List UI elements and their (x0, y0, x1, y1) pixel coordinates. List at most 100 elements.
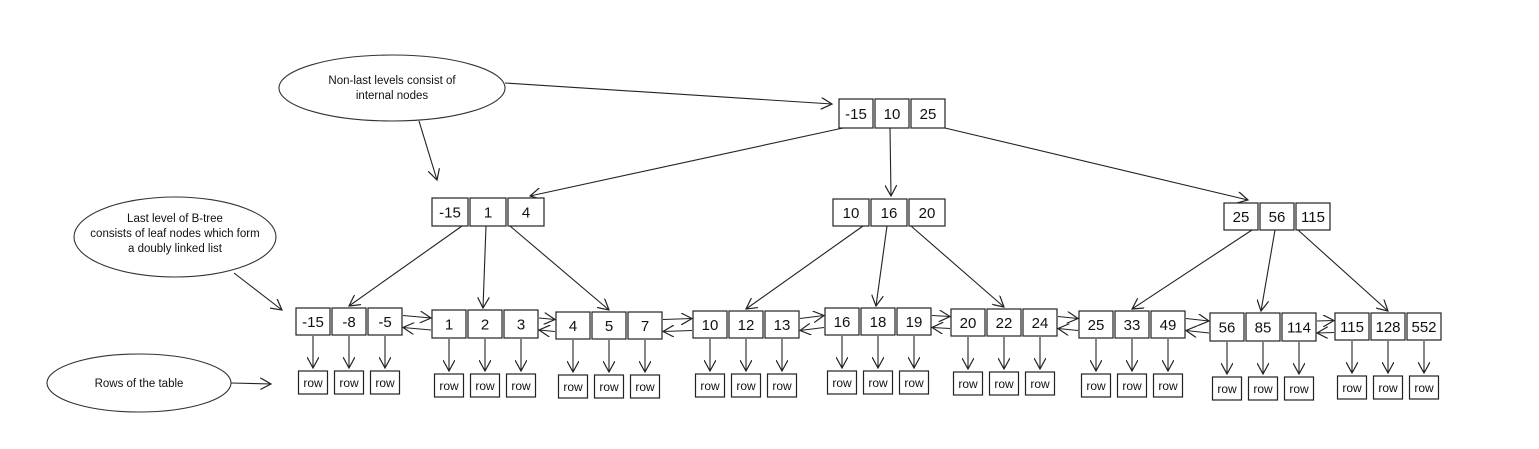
leaf-node-7-key: 33 (1124, 317, 1141, 334)
row-box (952, 371, 984, 396)
leaf-node-8-key-box (1281, 312, 1317, 342)
leaf-node-2-key-box (503, 309, 539, 339)
annotation-internal-line-2: internal nodes (356, 90, 428, 102)
row-label: row (1122, 379, 1142, 393)
tree-edges (230, 82, 1424, 384)
leaf-node-2-key: 3 (517, 317, 525, 334)
row-label: row (599, 380, 619, 394)
internal-node-2-key-box (908, 198, 946, 227)
leaf-node-5-key-box (824, 307, 860, 336)
leaf-node-3-key: 4 (569, 318, 577, 335)
edge-internal-2-to-leaf-4 (746, 225, 864, 309)
root-node-key-box (838, 98, 874, 129)
leaf-link-next-4 (799, 316, 824, 319)
leaf-node-9: 115 128 552 (1334, 312, 1442, 341)
leaf-node-7-key-box (1114, 310, 1150, 339)
leaf-node-8-key-box (1245, 312, 1281, 342)
leaf-node-5-key: 16 (834, 314, 851, 331)
leaf-node-9-key-box (1406, 312, 1442, 341)
annotation-rows-line-1: Rows of the table (95, 378, 184, 390)
row-box (766, 373, 798, 398)
internal-node-1-key-box (469, 197, 507, 227)
leaf-node-3-key: 5 (605, 318, 613, 335)
leaf-node-2-key: 1 (445, 317, 453, 334)
leaf-node-9-key-box (1370, 312, 1406, 341)
leaf-link-next-1 (402, 316, 431, 319)
leaf-node-8: 56 85 114 (1209, 312, 1317, 342)
annotation-leaf-line-3: a doubly linked list (128, 243, 223, 255)
row-label: row (1378, 381, 1398, 395)
row-label: row (700, 379, 720, 393)
leaf-link-next-2 (538, 318, 555, 320)
leaf-link-next-3 (662, 319, 692, 320)
row-label: row (439, 379, 459, 393)
row-label: row (868, 376, 888, 390)
root-node-key: 25 (920, 106, 937, 123)
leaf-node-1: -15-8-5 (295, 307, 403, 336)
internal-node-1-key-box (507, 197, 545, 227)
row-label: row (904, 376, 924, 390)
row-label: row (736, 379, 756, 393)
leaf-node-9-key: 115 (1340, 319, 1364, 336)
leaf-node-6-key-box (950, 308, 986, 337)
row-box (988, 371, 1020, 396)
internal-node-2-key-box (832, 198, 870, 227)
annotation-internal-line-1: Non-last levels consist of (328, 75, 456, 87)
row-label: row (1217, 382, 1237, 396)
row-label: row (1086, 379, 1106, 393)
row-box (1372, 375, 1404, 400)
leaf-node-8-key: 114 (1287, 320, 1311, 337)
annotation-leaf-line-1: Last level of B-tree (127, 213, 223, 225)
internal-node-2-key-box (870, 198, 908, 227)
leaf-link-next-5 (931, 316, 950, 317)
row-box (862, 370, 894, 395)
leaf-node-9-key: 128 (1375, 319, 1400, 336)
internal-node-3-key: 25 (1233, 209, 1250, 226)
leaf-node-8-key: 85 (1255, 320, 1272, 337)
leaf-link-prev-8 (1186, 331, 1210, 334)
root-node-key-box (874, 98, 910, 129)
leaf-link-next-7 (1185, 319, 1209, 322)
internal-node-3-key-box (1259, 202, 1295, 231)
row-label: row (1414, 381, 1434, 395)
root-node-key: 10 (884, 106, 901, 123)
leaf-node-8-key: 56 (1219, 320, 1236, 337)
leaf-link-next-6 (1057, 317, 1078, 319)
leaf-link-prev-9 (1317, 333, 1335, 334)
leaf-link-prev-7 (1058, 329, 1079, 331)
row-box (898, 370, 930, 395)
leaf-node-5-key-box (896, 307, 932, 336)
leaf-node-2-key-box (467, 309, 503, 339)
leaf-node-3-key-box (555, 311, 591, 340)
edge-internal-3-to-leaf-7 (1132, 229, 1253, 309)
row-label: row (772, 379, 792, 393)
leaf-node-9-key: 552 (1411, 319, 1436, 336)
annotation-rows-arrow (230, 383, 271, 384)
edge-root-to-internal-1 (530, 127, 844, 196)
internal-node-2-key: 10 (843, 205, 860, 222)
leaf-node-5-key: 19 (906, 314, 923, 331)
leaf-node-4-key: 13 (774, 317, 791, 334)
row-box (1283, 376, 1315, 401)
row-label: row (1342, 381, 1362, 395)
edge-internal-2-to-leaf-6 (910, 225, 1004, 307)
leaf-node-6-key-box (986, 308, 1022, 337)
row-label: row (958, 377, 978, 391)
row-box (1080, 373, 1112, 398)
row-box (694, 373, 726, 398)
annotation-leaf-nodes: Last level of B-tree consists of leaf no… (73, 196, 277, 278)
leaf-node-6-key: 20 (960, 315, 977, 332)
internal-node-2-key: 16 (881, 205, 898, 222)
edge-internal-1-to-leaf-1 (349, 225, 463, 306)
row-box (469, 373, 501, 398)
row-box (369, 370, 401, 395)
edge-internal-1-to-leaf-2 (483, 225, 486, 308)
annotation-internal-arrow-root (504, 82, 832, 104)
